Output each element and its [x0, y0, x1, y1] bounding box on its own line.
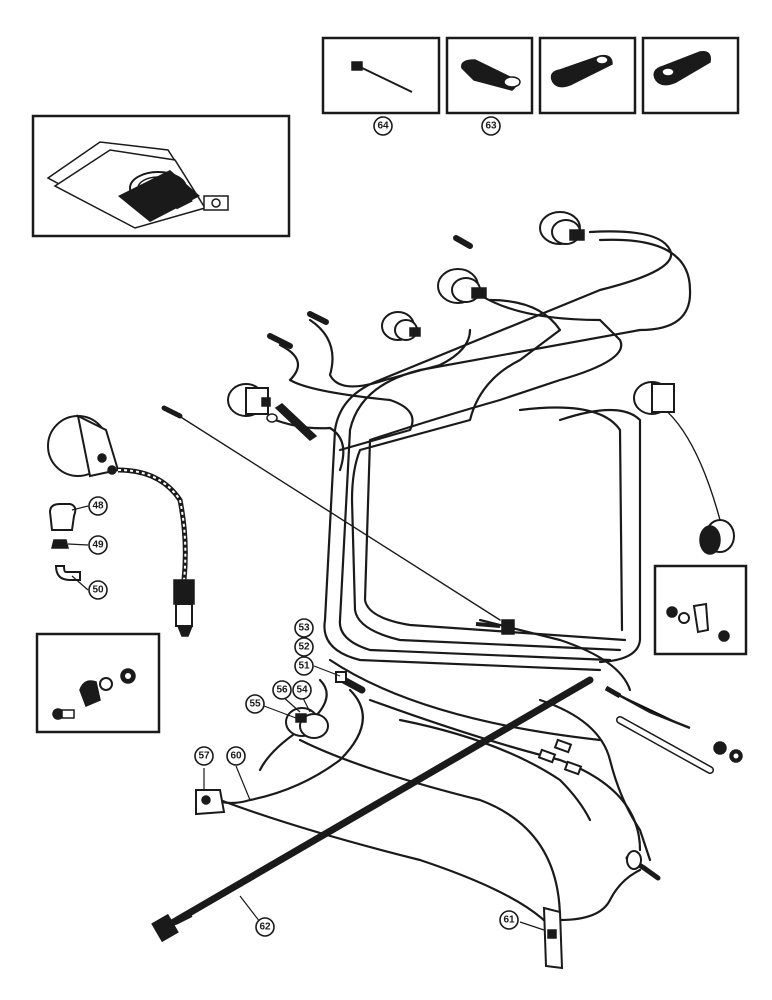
callout-51: 51 [294, 656, 314, 676]
svg-text:55: 55 [249, 699, 261, 710]
svg-text:56: 56 [276, 685, 288, 696]
main-cable-62 [151, 676, 594, 943]
callout-57: 57 [194, 746, 214, 766]
callout-53: 53 [294, 618, 314, 638]
gauge-middle [437, 268, 487, 304]
detail-panel-clip-b [538, 36, 637, 115]
detail-panel-clamp-hardware [653, 564, 748, 656]
callout-61: 61 [499, 910, 519, 930]
detail-panel-clip-c [641, 36, 740, 115]
switch-54-55-56 [285, 707, 329, 739]
callout-55: 55 [245, 694, 265, 714]
harness-wire-bundle [175, 230, 721, 942]
connector-51 [335, 671, 366, 694]
svg-text:60: 60 [230, 751, 242, 762]
connector-57 [195, 789, 226, 816]
fitting-49 [51, 539, 69, 549]
sending-unit-left [227, 383, 318, 441]
svg-text:57: 57 [198, 751, 210, 762]
elbow-50 [54, 565, 81, 581]
tachometer-gauge [47, 414, 120, 478]
sensor-plugs [161, 235, 473, 419]
svg-text:61: 61 [503, 915, 515, 926]
callout-62: 62 [255, 917, 275, 937]
callout-60: 60 [226, 746, 246, 766]
svg-text:52: 52 [298, 642, 310, 653]
detail-panel-clamp-bolt [35, 632, 161, 734]
cap-48 [48, 503, 77, 531]
callout-54: 54 [292, 680, 312, 700]
callout-63: 63 [481, 116, 501, 136]
callout-64: 64 [373, 116, 393, 136]
detail-panel-cable-tie [321, 36, 441, 115]
svg-text:48: 48 [92, 501, 104, 512]
svg-text:63: 63 [485, 121, 497, 132]
svg-text:54: 54 [296, 685, 308, 696]
svg-text:53: 53 [298, 623, 310, 634]
tach-cable [117, 467, 195, 637]
svg-text:51: 51 [298, 661, 310, 672]
svg-text:49: 49 [92, 540, 104, 551]
gauge-small [381, 311, 421, 341]
svg-text:64: 64 [377, 121, 389, 132]
small-connectors [475, 619, 661, 881]
callout-56: 56 [272, 680, 292, 700]
gauge-top-right [539, 211, 585, 245]
callout-49: 49 [88, 535, 108, 555]
rod-and-clips [604, 685, 743, 774]
svg-text:50: 50 [92, 585, 104, 596]
callout-52: 52 [294, 637, 314, 657]
callout-48: 48 [88, 496, 108, 516]
callout-50: 50 [88, 580, 108, 600]
terminal-61 [542, 906, 564, 970]
svg-text:62: 62 [259, 922, 271, 933]
detail-panel-instruction-kit [31, 114, 291, 238]
light-switch-unit [633, 381, 735, 555]
detail-panel-clip-a [445, 36, 534, 115]
